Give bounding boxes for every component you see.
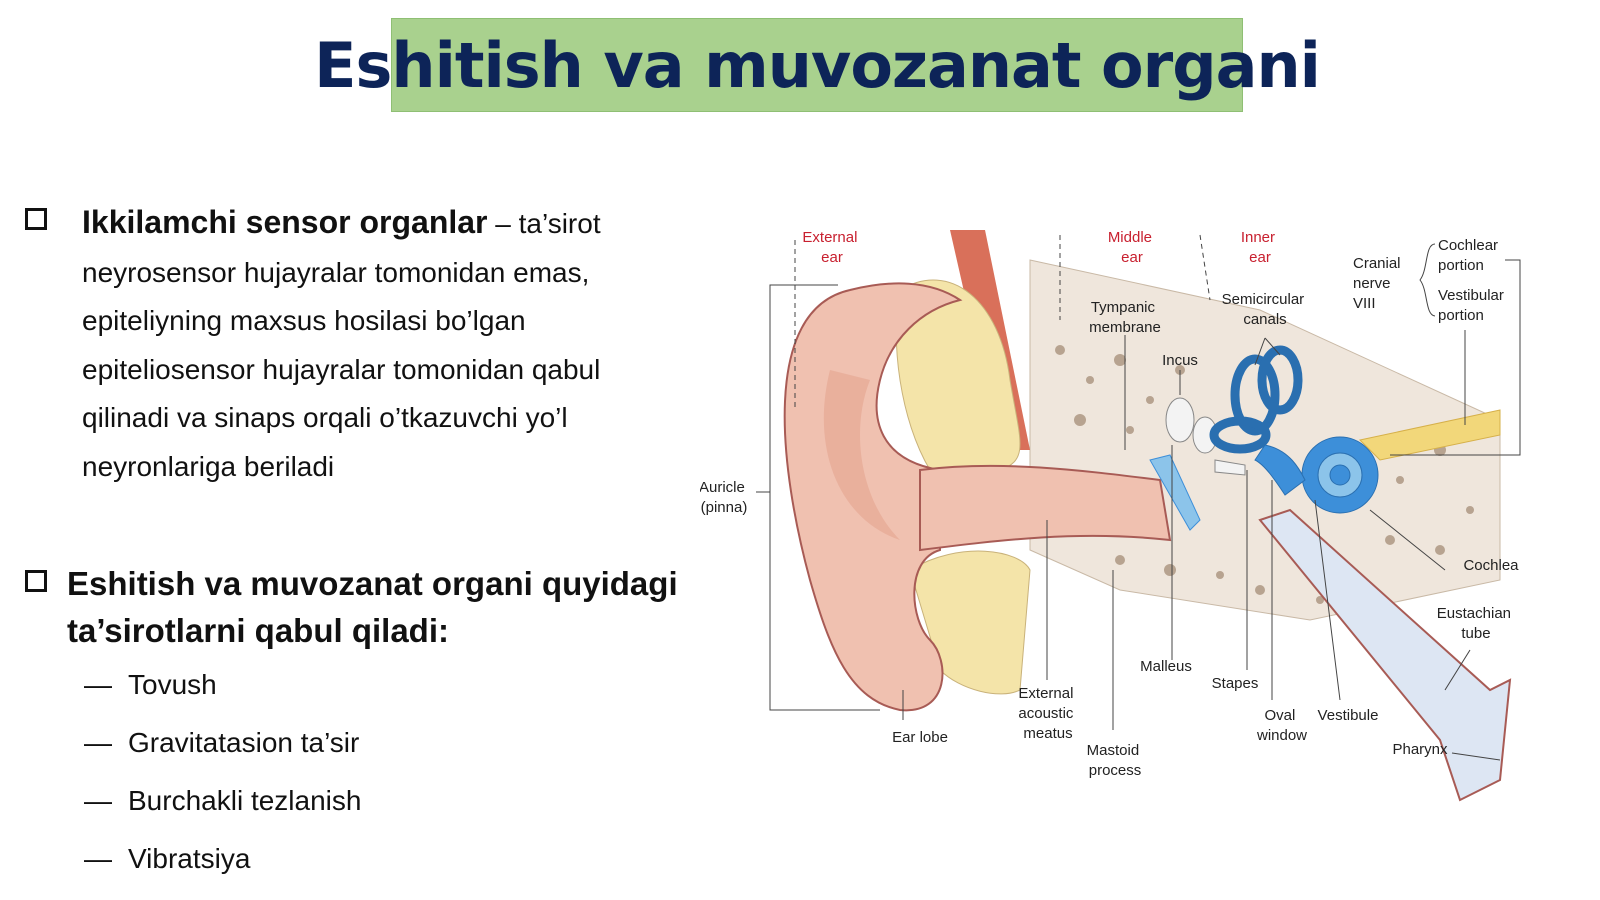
label-ear-lobe: Ear lobe — [892, 729, 948, 746]
list-item: — Burchakli tezlanish — [84, 781, 361, 839]
bullet2-line: ta’sirotlarni qabul qiladi: — [67, 612, 449, 649]
list-item: — Gravitatasion ta’sir — [84, 723, 361, 781]
checkbox-bullet-icon — [25, 208, 47, 230]
leader-lines — [756, 234, 1521, 761]
ossicles — [1165, 397, 1246, 476]
bullet-paragraph-1: Ikkilamchi sensor organlar – ta’sirot ne… — [82, 198, 722, 491]
stimulus-list: — Tovush — Gravitatasion ta’sir — Burchakli… — [84, 665, 361, 897]
label-malleus: Malleus — [1140, 658, 1192, 675]
label-stapes: Stapes — [1212, 675, 1259, 692]
bullet1-line: neyronlariga beriladi — [82, 450, 335, 482]
label-vestibule: Vestibule — [1318, 707, 1379, 724]
label-pharynx: Pharynx — [1392, 741, 1448, 758]
label-cochlear-portion: Cochlear portion — [1438, 237, 1502, 274]
list-item-text: Vibratsiya — [128, 843, 251, 874]
bullet1-heading: Ikkilamchi sensor organlar — [82, 204, 488, 240]
section-label-external: External ear — [802, 229, 861, 266]
label-eustachian: Eustachian tube — [1437, 605, 1515, 642]
bullet1-line: ta’sirot — [518, 208, 601, 239]
dash-icon: — — [84, 785, 112, 816]
label-mastoid: Mastoid process — [1087, 742, 1144, 779]
dash-icon: — — [84, 669, 112, 700]
dash-icon: — — [84, 727, 112, 758]
bullet1-line: epiteliyning maxsus hosilasi bo’lgan — [82, 305, 526, 336]
label-external-meatus: External acoustic meatus — [1018, 685, 1077, 742]
list-item: — Tovush — [84, 665, 361, 723]
bullet-paragraph-2: Eshitish va muvozanat organi quyidagi ta… — [67, 560, 747, 654]
title-banner: Eshitish va muvozanat organi — [314, 18, 1321, 112]
label-cranial-nerve: Cranial nerve VIII — [1353, 255, 1405, 312]
cartilage — [895, 279, 1021, 471]
label-oval-window: Oval window — [1256, 707, 1307, 744]
bullet1-line: epiteliosensor hujayralar tomonidan qabu… — [82, 353, 601, 385]
ear-canal — [919, 464, 1172, 552]
page-title: Eshitish va muvozanat organi — [314, 28, 1321, 102]
bracket-icon — [1419, 243, 1436, 317]
section-label-middle: Middle ear — [1108, 229, 1156, 266]
list-item-text: Gravitatasion ta’sir — [128, 727, 360, 758]
section-label-inner: Inner ear — [1241, 229, 1279, 266]
bullet1-dash: – — [487, 208, 519, 239]
checkbox-bullet-icon — [25, 570, 47, 592]
tympanic-membrane — [1149, 454, 1201, 531]
label-auricle: Auricle (pinna) — [700, 479, 749, 516]
concha — [823, 370, 900, 540]
eustachian-tube — [1258, 508, 1512, 802]
dash-icon: — — [84, 843, 112, 874]
list-item-text: Burchakli tezlanish — [128, 785, 362, 816]
label-incus: Incus — [1162, 352, 1198, 369]
inner-ear — [1209, 345, 1379, 514]
bullet1-line: qilinadi va sinaps orqali o’tkazuvchi yo… — [82, 402, 568, 433]
bone-texture — [1055, 345, 1474, 604]
bullet1-line: neyrosensor hujayralar tomonidan emas, — [82, 256, 590, 288]
label-cochlea: Cochlea — [1463, 557, 1519, 574]
list-item: — Vibratsiya — [84, 839, 361, 897]
label-vestibular-portion: Vestibular portion — [1438, 287, 1508, 324]
bullet2-line: Eshitish va muvozanat organi quyidagi — [67, 565, 678, 602]
label-tympanic: Tympanic membrane — [1089, 299, 1161, 336]
ear-anatomy-diagram: External ear Middle ear Inner ear Auricl… — [700, 229, 1521, 802]
label-semicircular: Semicircular canals — [1222, 291, 1309, 328]
list-item-text: Tovush — [128, 669, 217, 700]
